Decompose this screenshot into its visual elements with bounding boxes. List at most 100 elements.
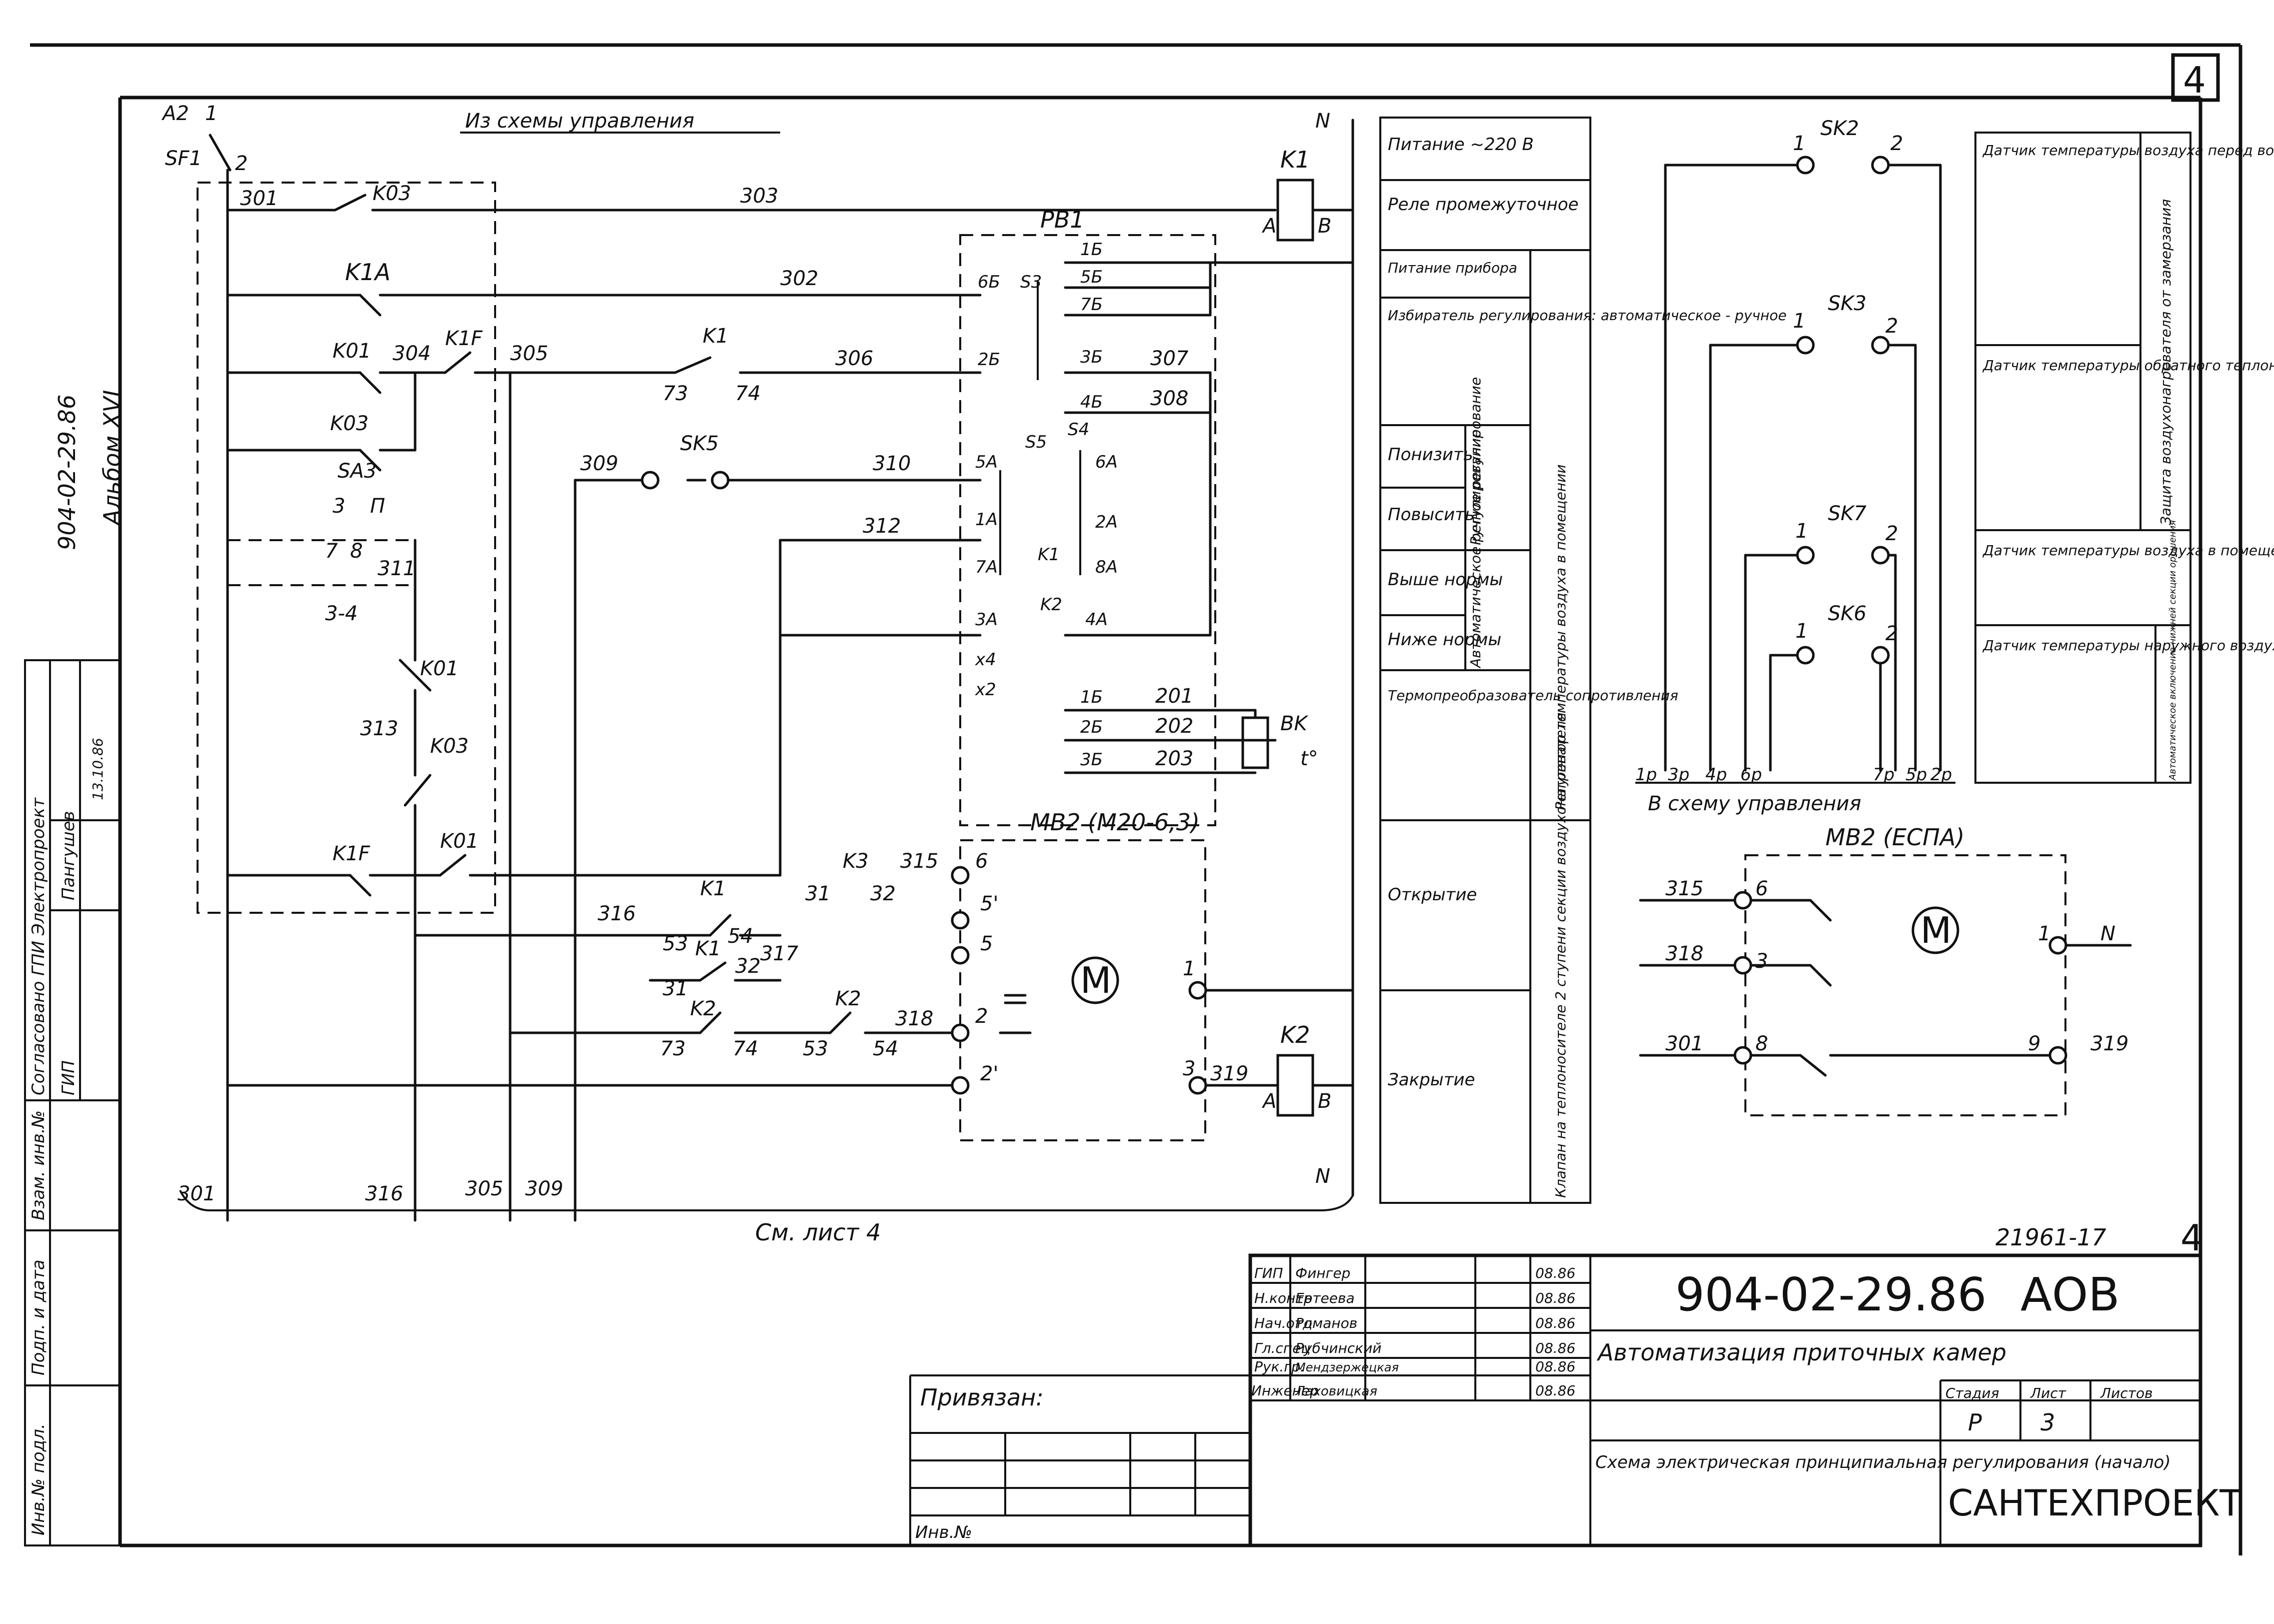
sa3-pin-3-4: 3-4 — [325, 602, 358, 625]
margin-album: Альбом XVI — [99, 390, 126, 527]
wire-310: 310 — [873, 452, 911, 475]
wire-308: 308 — [1150, 387, 1188, 410]
wire-311: 311 — [378, 557, 416, 580]
breaker-pin-2: 2 — [235, 152, 248, 175]
sheet-value: 3 — [2040, 1409, 2055, 1436]
pb1-pin-5b: 5Б — [1080, 267, 1103, 287]
legend-selector: Избиратель регулирования: автоматическое… — [1388, 307, 1786, 324]
pb1-pin-8a: 8А — [1095, 557, 1118, 577]
wire-201: 201 — [1155, 685, 1193, 708]
sk7-pin-2: 2 — [1885, 522, 1898, 545]
date-1: 08.86 — [1535, 1265, 1575, 1281]
wire-306: 306 — [835, 347, 873, 370]
project-name: Автоматизация приточных камер — [1596, 1339, 2006, 1366]
term-1p: 1р — [1635, 765, 1657, 785]
pb1-pin-3b-b: 3Б — [1080, 750, 1103, 770]
term-7p: 7р — [1873, 765, 1894, 785]
pin-73-b: 73 — [660, 1037, 686, 1060]
sa3-pin-3: 3 — [333, 495, 345, 518]
sk6-pin-1: 1 — [1795, 620, 1808, 643]
role-engineer: Инженер — [1251, 1382, 1319, 1399]
role-glspec: Гл.спец — [1254, 1340, 1310, 1356]
wire-317: 317 — [760, 942, 799, 965]
breaker-pin-a2: A2 — [161, 102, 189, 125]
wire-303: 303 — [740, 185, 778, 208]
contact-k03-a: K03 — [373, 182, 411, 205]
mb2e-pin-1: 1 — [2038, 922, 2050, 945]
date-4: 08.86 — [1535, 1340, 1575, 1356]
sa3-pin-p: П — [370, 495, 385, 518]
mb2e-wire-315: 315 — [1665, 877, 1703, 900]
date-5: 08.86 — [1535, 1358, 1575, 1375]
pb1-sw-s4: S4 — [1068, 420, 1089, 440]
contact-k3: K3 — [843, 850, 869, 873]
pb1-pin-2b-b: 2Б — [1080, 717, 1103, 737]
mb2-pin-1: 1 — [1183, 957, 1195, 980]
sensor-t: t° — [1300, 747, 1318, 770]
neutral-bottom: N — [1315, 1165, 1330, 1188]
doc-code: 904-02-29.86 — [1675, 1268, 1986, 1321]
margin-vzam-inv: Взам. инв.№ — [29, 1110, 49, 1220]
name-finger: Фингер — [1295, 1265, 1350, 1281]
pb1-x2: x2 — [975, 680, 996, 700]
legend-valve: Клапан на теплоносителе 2 ступени секции… — [1552, 712, 1569, 1198]
bottom-wire-305: 305 — [465, 1177, 503, 1200]
pin-53-a: 53 — [663, 932, 688, 955]
legend-device-power: Питание прибора — [1388, 260, 1517, 276]
sk3-pin-2: 2 — [1885, 315, 1898, 338]
term-3p: 3р — [1668, 765, 1689, 785]
pin-74-a: 74 — [735, 382, 761, 405]
contact-k2-a: K2 — [690, 997, 716, 1020]
legend-relay: Реле промежуточное — [1388, 195, 1578, 215]
doc-mark: АОВ — [2020, 1268, 2119, 1321]
term-5p: 5р — [1905, 765, 1927, 785]
sa3-pin-8: 8 — [350, 540, 363, 563]
legend-power: Питание ~220 В — [1388, 135, 1534, 155]
pb1-pin-6b: 6Б — [978, 272, 1000, 292]
footer-link: См. лист 4 — [755, 1219, 881, 1246]
margin-doc-number: 904-02-29.86 — [54, 395, 81, 550]
margin-date: 13.10.86 — [90, 738, 106, 800]
sensor-desc-2: Датчик температуры обратного теплоносите… — [1982, 357, 2274, 374]
mb2-pin-3: 3 — [1183, 1057, 1195, 1080]
wire-316: 316 — [598, 902, 636, 925]
title-block: 21961-17 4 Привязан: Инв.№ ГИП Н.ко — [909, 1217, 2242, 1547]
wire-301: 301 — [240, 187, 278, 210]
relay-k1-b: B — [1318, 215, 1331, 238]
sheet-frame: 4 — [30, 43, 2242, 1555]
pb1-pin-4a: 4А — [1085, 610, 1108, 630]
sensor-auto-enable: Автоматическое включение нижней секции о… — [2167, 520, 2178, 781]
pb1-sw-s5: S5 — [1025, 432, 1047, 452]
pin-74-b: 74 — [733, 1037, 758, 1060]
legend-manual: Ручное регулирование — [1467, 377, 1484, 545]
contact-k01-c: K01 — [440, 830, 479, 853]
contact-k01-a: K01 — [333, 340, 371, 363]
breaker-label: SF1 — [165, 147, 202, 170]
name-rubchinsky: Рубчинский — [1295, 1340, 1381, 1356]
date-6: 08.86 — [1535, 1382, 1575, 1399]
legend-below: Ниже нормы — [1388, 630, 1501, 650]
mb2e-pin-6: 6 — [1755, 877, 1768, 900]
pb1-sw-k1: K1 — [1038, 545, 1060, 565]
sensor-desc-4: Датчик температуры наружного воздуха — [1982, 637, 2274, 654]
mb2-pin-2p: 2' — [980, 1062, 998, 1085]
sk5-label: SK5 — [680, 432, 719, 455]
sheet-title: Схема электрическая принципиальная регул… — [1595, 1452, 2171, 1472]
wire-309: 309 — [580, 452, 618, 475]
k3-pin-31: 31 — [805, 882, 831, 905]
contact-k03-c: K03 — [430, 735, 469, 758]
sk7-pin-1: 1 — [1795, 520, 1808, 543]
legend-decrease: Понизить — [1388, 445, 1473, 465]
relay-k1-a: A — [1261, 215, 1276, 238]
legend-increase: Повысить — [1388, 505, 1475, 525]
pb1-pin-1b: 1Б — [1080, 240, 1103, 260]
inv-no: Инв.№ — [915, 1522, 972, 1542]
contact-k2-b: K2 — [835, 987, 861, 1010]
bottom-wire-316: 316 — [365, 1182, 403, 1205]
left-margin: 904-02-29.86 Альбом XVI Согласовано ГПИ … — [24, 390, 126, 1546]
pb1-pin-7b: 7Б — [1080, 295, 1103, 315]
sheets-header: Листов — [2100, 1385, 2153, 1401]
pin-73-a: 73 — [663, 382, 688, 405]
sheet-header: Лист — [2030, 1385, 2066, 1401]
